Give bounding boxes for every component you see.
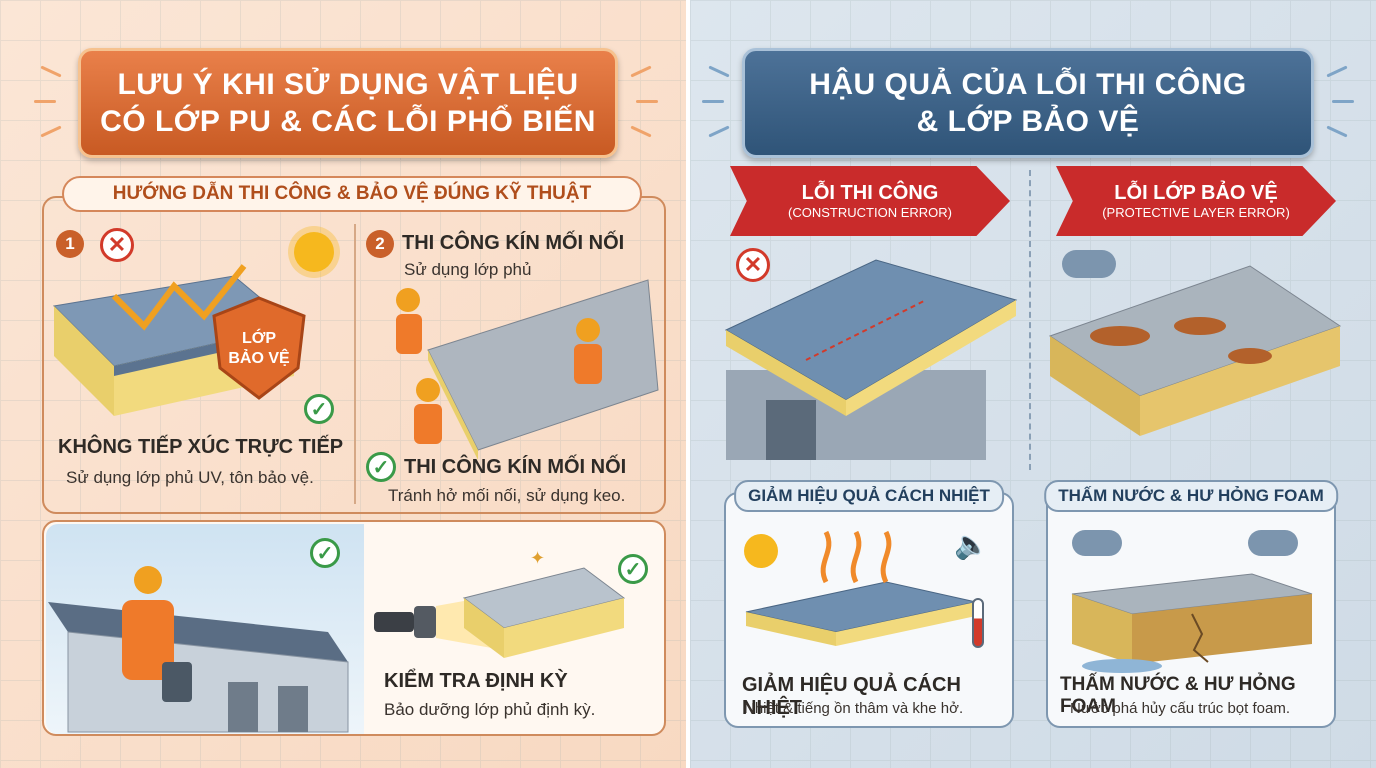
right-title-banner: HẬU QUẢ CỦA LỖI THI CÔNG & LỚP BẢO VỆ <box>742 48 1314 158</box>
warehouse-illustration <box>48 566 349 733</box>
protective-error-illustration <box>1048 265 1342 436</box>
sparkle-icon: ✦ <box>530 548 546 568</box>
arrow-title: LỖI LỚP BẢO VỆ <box>1114 182 1278 205</box>
card-seal-joints: 2 THI CÔNG KÍN MỐI NỐI Sử dụng lớp phủ ✓… <box>360 222 660 505</box>
card-title: THẤM NƯỚC & HƯ HỎNG FOAM <box>1060 674 1296 717</box>
check-icon: ✓ <box>310 538 340 568</box>
card-subtitle: Nước phá hủy cấu trúc bọt foam. <box>1070 700 1290 717</box>
flashlight-icon <box>374 592 514 652</box>
workers-illustration <box>396 279 659 460</box>
card-subtitle: Sử dụng lớp phủ UV, tôn bảo vệ. <box>66 468 314 487</box>
decor-ray <box>34 100 56 103</box>
rain-cloud-icon <box>1248 530 1298 556</box>
arrow-subtitle: (CONSTRUCTION ERROR) <box>788 205 952 221</box>
column-separator <box>1029 170 1031 470</box>
arrow-subtitle: (PROTECTIVE LAYER ERROR) <box>1102 205 1290 221</box>
step-number-badge: 2 <box>366 230 394 258</box>
banner-line-2: CÓ LỚP PU & CÁC LỖI PHỔ BIẾN <box>100 105 596 138</box>
heat-loss-illustration <box>745 530 977 646</box>
shield-text-line-2: BẢO VỆ <box>228 350 290 367</box>
banner-line-1: HẬU QUẢ CỦA LỖI THI CÔNG <box>809 67 1247 101</box>
card-title: THI CÔNG KÍN MỐI NỐI <box>404 456 627 478</box>
arrow-title: LỖI THI CÔNG <box>801 182 939 205</box>
card-title: GIẢM HIỆU QUẢ CÁCH NHIỆT <box>742 674 961 719</box>
card-reduced-insulation: GIẢM HIỆU QUẢ CÁCH NHIỆT 🔈 GIẢM HIỆU QUẢ… <box>724 480 1014 728</box>
card-label: GIẢM HIỆU QUẢ CÁCH NHIỆT <box>734 480 1004 512</box>
right-panel: HẬU QUẢ CỦA LỖI THI CÔNG & LỚP BẢO VỆ LỖ… <box>690 0 1376 768</box>
banner-line-2: & LỚP BẢO VỆ <box>916 105 1140 138</box>
construction-error-arrow: LỖI THI CÔNG (CONSTRUCTION ERROR) <box>730 166 1010 236</box>
card-periodic-inspection: 3 ✓ ✓ ✦ KIỂM TRA ĐỊNH KỲ Bảo dưỡng lớp p… <box>42 520 666 736</box>
sun-icon <box>744 534 778 568</box>
card-subtitle: Bảo dưỡng lớp phủ định kỳ. <box>384 700 596 719</box>
thermometer-icon <box>972 598 984 648</box>
shield-icon <box>212 296 306 400</box>
banner-line-1: LƯU Ý KHI SỬ DỤNG VẬT LIỆU <box>117 67 579 101</box>
left-title-banner: LƯU Ý KHI SỬ DỤNG VẬT LIỆU CÓ LỚP PU & C… <box>78 48 618 158</box>
card-label: THẤM NƯỚC & HƯ HỎNG FOAM <box>1044 480 1338 512</box>
protective-layer-error-arrow: LỖI LỚP BẢO VỆ (PROTECTIVE LAYER ERROR) <box>1056 166 1336 236</box>
decor-ray <box>702 100 724 103</box>
card-water-foam-damage: THẤM NƯỚC & HƯ HỎNG FOAM THẤM NƯỚC & HƯ … <box>1044 480 1338 728</box>
x-mark-icon: ✕ <box>100 228 134 262</box>
card-title: KHÔNG TIẾP XÚC TRỰC TIẾP <box>58 436 344 458</box>
speaker-icon: 🔈 <box>954 529 989 560</box>
check-icon: ✓ <box>304 394 334 424</box>
section-title: HƯỚNG DẪN THI CÔNG & BẢO VỆ ĐÚNG KỸ THUẬ… <box>62 176 642 212</box>
card-separator <box>354 224 356 504</box>
construction-error-illustration <box>724 259 1018 460</box>
card-title-top: THI CÔNG KÍN MỐI NỐI <box>402 232 625 254</box>
card-subtitle: Tránh hở mối nối, sử dụng keo. <box>388 486 626 505</box>
step-number-badge: 1 <box>56 230 84 258</box>
card-title: KIỂM TRA ĐỊNH KỲ <box>384 670 568 692</box>
decor-ray <box>636 100 658 103</box>
check-icon: ✓ <box>366 452 396 482</box>
center-divider <box>686 0 690 768</box>
card-subtitle-top: Sử dụng lớp phủ <box>404 260 532 279</box>
x-mark-icon: ✕ <box>736 248 770 282</box>
water-damage-illustration <box>1071 573 1313 673</box>
check-icon: ✓ <box>618 554 648 584</box>
shield-text-line-1: LỚP <box>241 330 277 347</box>
left-panel: LƯU Ý KHI SỬ DỤNG VẬT LIỆU CÓ LỚP PU & C… <box>0 0 686 768</box>
card-no-direct-contact: 1 ✕ LỚP BẢO VỆ ✓ KHÔNG TIẾP XÚC TRỰC TIẾ… <box>44 222 350 502</box>
decor-ray <box>1332 100 1354 103</box>
rain-cloud-icon <box>1072 530 1122 556</box>
rain-cloud-icon <box>1062 250 1116 278</box>
sun-icon <box>294 232 334 272</box>
panel-closeup-illustration <box>462 567 626 658</box>
card-subtitle: Nhiệt & tiếng ồn thâm và khe hở. <box>744 700 964 717</box>
